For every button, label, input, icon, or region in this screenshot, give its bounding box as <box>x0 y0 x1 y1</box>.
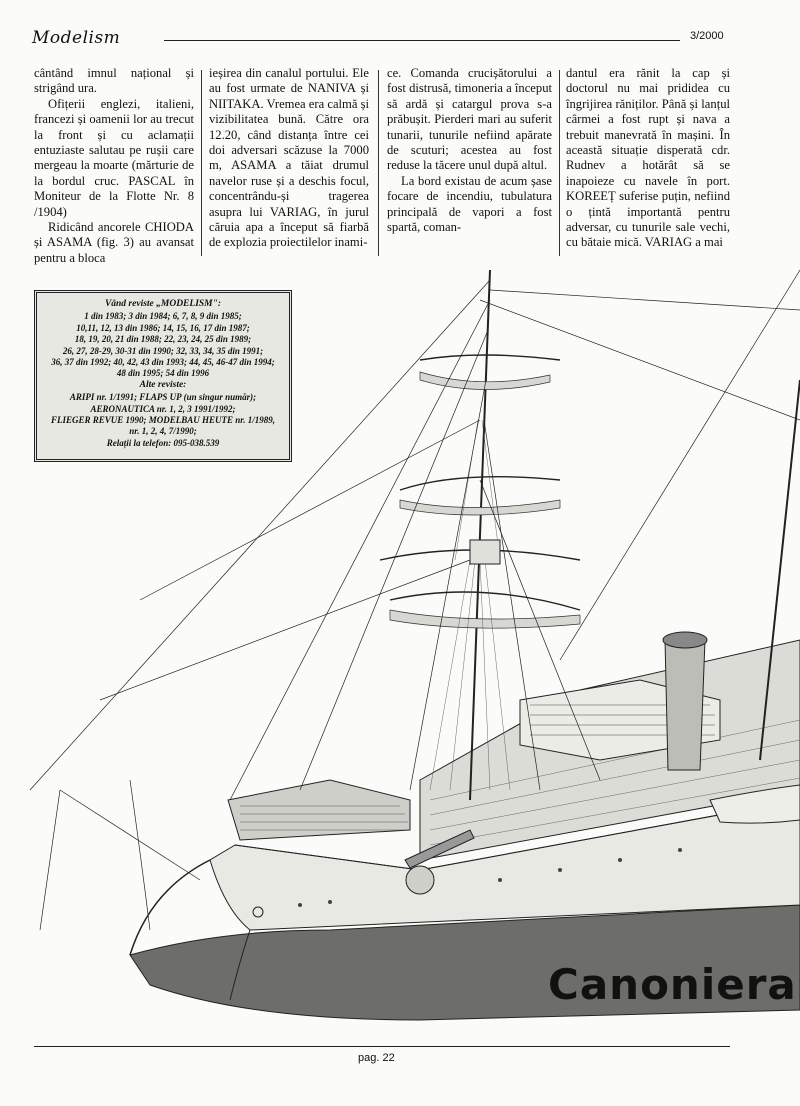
paragraph: ieșirea din canalul portului. Ele au fos… <box>209 66 369 250</box>
yards <box>379 354 581 611</box>
column-divider <box>201 70 202 256</box>
text-column-3: ce. Comanda crucișătorului a fost distru… <box>387 66 552 235</box>
header-rule <box>164 40 680 41</box>
footer-rule <box>34 1046 730 1047</box>
text-column-4: dantul era rănit la cap și doctorul nu m… <box>566 66 730 251</box>
ad-line: 1 din 1983; 3 din 1984; 6, 7, 8, 9 din 1… <box>84 311 242 322</box>
ad-line: 18, 19, 20, 21 din 1988; 22, 23, 24, 25 … <box>74 334 252 345</box>
ad-heading-2: Alte reviste: <box>139 379 187 390</box>
ad-heading: Vând reviste „MODELISM": <box>104 299 222 309</box>
magazine-logo: Modelism <box>32 28 121 48</box>
bow-stem <box>129 859 211 956</box>
ad-line: AERONAUTICA nr. 1, 2, 3 1991/1992; <box>90 403 236 414</box>
paragraph: cântând imnul național și strigând ura. <box>34 66 194 96</box>
column-divider <box>559 70 560 256</box>
text-column-1: cântând imnul național și strigând ura. … <box>34 66 194 266</box>
ad-line: 26, 27, 28-29, 30-31 din 1990; 32, 33, 3… <box>62 345 264 356</box>
ad-line: FLIEGER REVUE 1990; MODELBAU HEUTE nr. 1… <box>50 415 276 426</box>
lifeboat <box>709 784 800 824</box>
hull-waterline-band <box>129 904 800 1021</box>
paragraph: Ofițerii englezi, italieni, francezi și … <box>34 96 194 219</box>
ad-line: Relații la telefon: 095-038.539 <box>106 437 220 448</box>
foremast <box>469 269 491 801</box>
ad-line: ARIPI nr. 1/1991; FLAPS UP (un singur nu… <box>69 392 257 403</box>
bow-gun <box>404 829 475 869</box>
masthead: Modelism 3/2000 <box>0 0 800 60</box>
advertisement-box: Vând reviste „MODELISM": 1 din 1983; 3 d… <box>34 290 292 462</box>
page-number: pag. 22 <box>358 1052 395 1064</box>
text-column-2: ieșirea din canalul portului. Ele au fos… <box>209 66 369 251</box>
crows-nest <box>469 539 501 565</box>
forecastle-deck <box>227 779 411 841</box>
paragraph: La bord existau de acum șase focare de i… <box>387 173 552 235</box>
ad-line: 36, 37 din 1992; 40, 42, 43 din 1993; 44… <box>51 357 275 368</box>
ad-line: 48 din 1995; 54 din 1996 <box>116 368 210 379</box>
issue-number: 3/2000 <box>690 30 724 42</box>
paragraph: dantul era rănit la cap și doctorul nu m… <box>566 66 730 250</box>
funnel <box>664 639 706 771</box>
ad-line: nr. 1, 2, 4, 7/1990; <box>129 426 197 437</box>
ad-line: 10,11, 12, 13 din 1986; 14, 15, 16, 17 d… <box>76 322 250 333</box>
mainmast <box>759 379 800 761</box>
rigging <box>29 269 800 931</box>
paragraph: Ridicând ancorele CHIODA și ASAMA (fig. … <box>34 220 194 265</box>
column-divider <box>378 70 379 256</box>
ship-drawing <box>29 269 800 1021</box>
article-title: Canoniera <box>548 960 797 1009</box>
paragraph: ce. Comanda crucișătorului a fost distru… <box>387 66 552 173</box>
